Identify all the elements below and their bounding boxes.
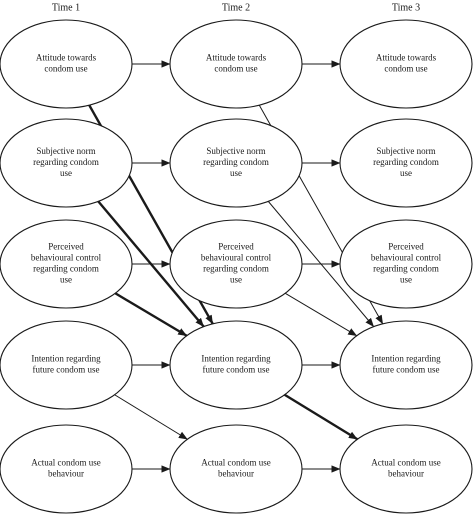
node-label-line: Attitude towards	[36, 53, 97, 63]
node-label-line: Perceived	[218, 242, 254, 252]
node-ellipse	[339, 219, 473, 309]
node-label-line: use	[400, 275, 412, 285]
node-label-line: Intention regarding	[201, 354, 271, 364]
node-label-line: regarding condom	[33, 157, 99, 167]
node-label-line: use	[230, 168, 242, 178]
edge-t1-int-to-t2-beh	[114, 394, 188, 440]
column-header-t3: Time 3	[392, 2, 420, 13]
node-label-line: regarding condom	[33, 264, 99, 274]
node-label-line: Subjective norm	[376, 146, 435, 156]
node-ellipse	[339, 424, 473, 514]
node-label-line: Subjective norm	[36, 146, 95, 156]
node-label-line: Intention regarding	[31, 354, 101, 364]
node-label-line: Perceived	[388, 242, 424, 252]
node-label-line: behaviour	[388, 469, 424, 479]
node-ellipse	[169, 219, 303, 309]
node-label-line: behaviour	[218, 469, 254, 479]
node-label-line: Attitude towards	[206, 53, 267, 63]
node-label-line: Actual condom use	[31, 458, 100, 468]
column-header-t2: Time 2	[222, 2, 250, 13]
node-label-line: regarding condom	[203, 264, 269, 274]
node-label-line: use	[60, 275, 72, 285]
node-ellipse	[169, 118, 303, 208]
edge-t2-pbc-to-t3-int	[285, 292, 358, 337]
node-label-line: Subjective norm	[206, 146, 265, 156]
node-label-line: Intention regarding	[371, 354, 441, 364]
node-label-line: use	[60, 168, 72, 178]
node-label-line: condom use	[44, 64, 87, 74]
node-label-line: behavioural control	[31, 253, 102, 263]
node-label-line: Perceived	[48, 242, 84, 252]
node-ellipse	[169, 320, 303, 410]
node-label-line: behavioural control	[201, 253, 272, 263]
edge-t1-pbc-to-t2-int	[114, 292, 188, 337]
node-ellipse	[169, 424, 303, 514]
node-label-line: future condom use	[203, 365, 270, 375]
node-ellipse	[169, 19, 303, 109]
column-header-t1: Time 1	[52, 2, 80, 13]
node-ellipse	[339, 19, 473, 109]
node-label-line: Actual condom use	[371, 458, 440, 468]
node-ellipse	[0, 19, 133, 109]
node-label-line: regarding condom	[373, 157, 439, 167]
node-label-line: regarding condom	[203, 157, 269, 167]
node-ellipse	[339, 320, 473, 410]
node-label-line: condom use	[214, 64, 257, 74]
node-ellipse	[0, 219, 133, 309]
column-headers: Time 1 Time 2 Time 3	[52, 2, 420, 13]
node-label-line: condom use	[384, 64, 427, 74]
node-ellipse	[0, 424, 133, 514]
node-ellipse	[0, 118, 133, 208]
node-label-line: future condom use	[33, 365, 100, 375]
node-label-line: behavioural control	[371, 253, 442, 263]
edge-t2-int-to-t3-beh	[284, 393, 358, 441]
node-label-line: behaviour	[48, 469, 84, 479]
node-label-line: Actual condom use	[201, 458, 270, 468]
node-label-line: use	[400, 168, 412, 178]
node-label-line: use	[230, 275, 242, 285]
node-ellipse	[0, 320, 133, 410]
node-label-line: future condom use	[373, 365, 440, 375]
node-label-line: regarding condom	[373, 264, 439, 274]
node-ellipse	[339, 118, 473, 208]
node-label-line: Attitude towards	[376, 53, 437, 63]
